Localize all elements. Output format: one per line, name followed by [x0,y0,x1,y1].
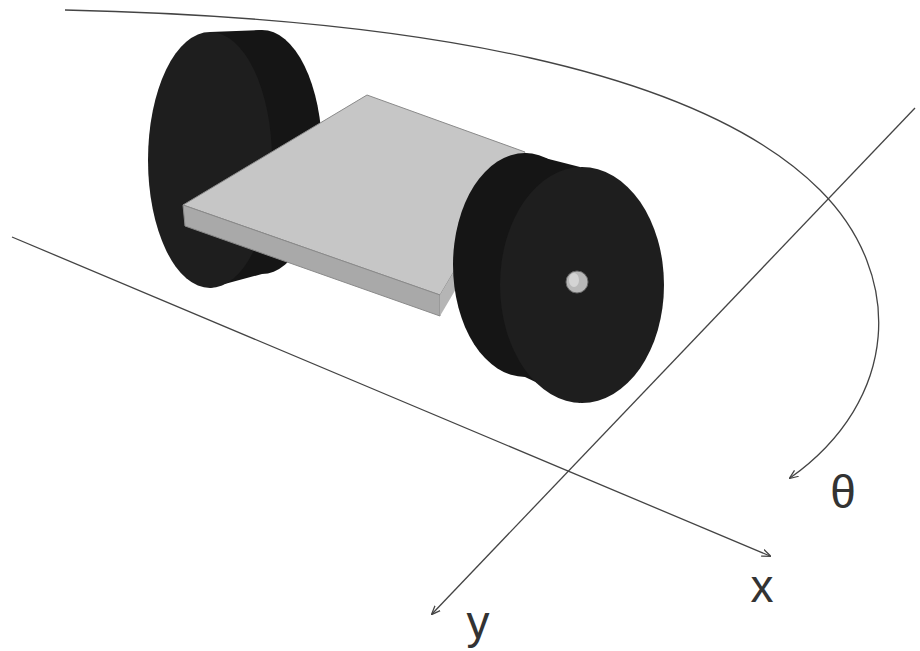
right-wheel [453,153,664,403]
rotation-arc [65,10,879,478]
y-axis [432,108,915,614]
axis-label: x [751,563,774,609]
angle-label: θ [830,469,856,515]
axis-label: y [467,599,490,645]
